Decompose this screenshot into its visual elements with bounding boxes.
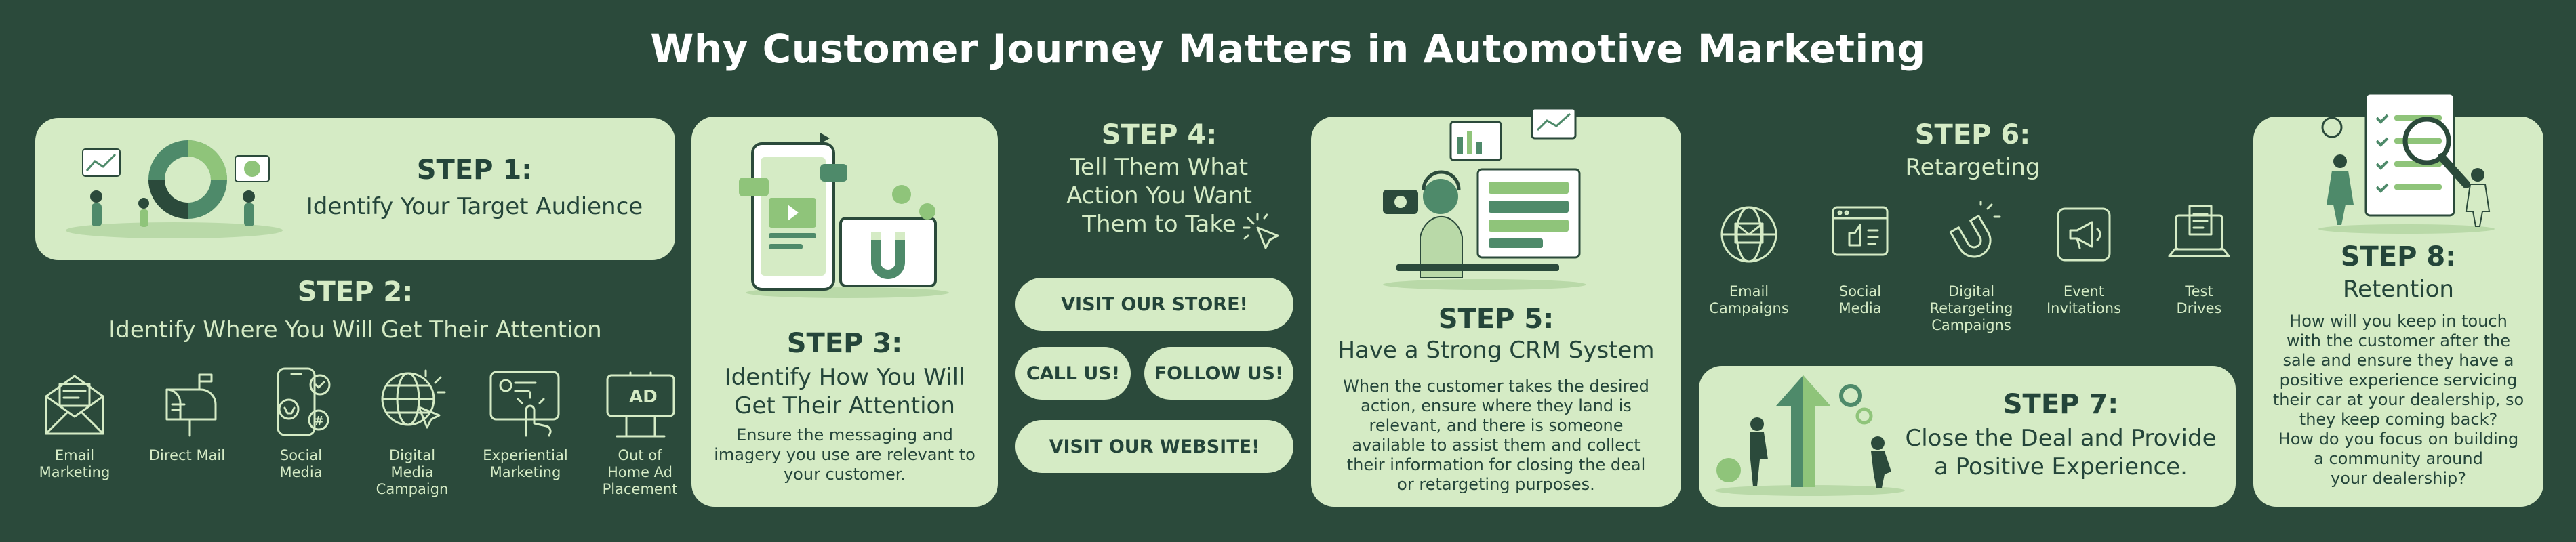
step6-channel-label: Email Campaigns <box>1709 283 1789 316</box>
step5-body: When the customer takes the desired acti… <box>1343 377 1649 494</box>
step8-title: STEP 8: <box>2340 241 2457 272</box>
billboard-icon: AD <box>606 371 675 438</box>
megaphone-icon <box>2057 207 2111 262</box>
step7-title: STEP 7: <box>2003 389 2119 420</box>
step2-subtitle: Identify Where You Will Get Their Attent… <box>108 316 602 343</box>
step6-channel-label: Social Media <box>1838 283 1882 316</box>
smartphone-social-icon: # <box>277 367 331 436</box>
cursor-click-icon <box>1243 213 1279 249</box>
step8-subtitle: Retention <box>2343 276 2454 303</box>
step2-channel-label: Social Media <box>279 447 323 480</box>
step2-channel-label: Direct Mail <box>148 447 226 463</box>
step6-channel-label: Digital Retargeting Campaigns <box>1929 283 2013 333</box>
call-us-button[interactable]: CALL US! <box>1015 347 1131 400</box>
step6-channel-label: Event Invitations <box>2046 283 2122 316</box>
step5-title: STEP 5: <box>1438 304 1554 335</box>
social-window-icon <box>1832 206 1889 256</box>
step2-channel-label: Email Marketing <box>39 447 110 480</box>
phone-magnet-illustration <box>739 133 949 298</box>
step3-subtitle: Identify How You Will Get Their Attentio… <box>724 364 965 419</box>
email-icon <box>45 375 104 435</box>
step8-body: How will you keep in touch with the cust… <box>2272 312 2524 488</box>
step4-subtitle: Tell Them What Action You Want Them to T… <box>1066 154 1252 238</box>
step2-channel-label: Out of Home Ad Placement <box>602 447 678 497</box>
step1-subtitle: Identify Your Target Audience <box>306 193 643 220</box>
step1-title: STEP 1: <box>416 154 533 186</box>
magnet-icon <box>1949 201 2001 258</box>
retention-checklist-illustration <box>2318 92 2495 234</box>
step7-card <box>1699 366 2236 507</box>
step7-subtitle: Close the Deal and Provide a Positive Ex… <box>1905 425 2217 480</box>
billboard-sign-text: AD <box>629 387 658 407</box>
hand-touch-icon <box>489 371 560 437</box>
step6-title: STEP 6: <box>1914 119 2031 150</box>
step3-body: Ensure the messaging and imagery you use… <box>714 425 975 484</box>
step2-channel-label: Digital Media Campaign <box>376 447 449 497</box>
step5-subtitle: Have a Strong CRM System <box>1337 337 1655 364</box>
follow-us-button[interactable]: FOLLOW US! <box>1144 347 1293 400</box>
step2-channel-label: Experiential Marketing <box>483 447 568 480</box>
step6-subtitle: Retargeting <box>1905 154 2040 181</box>
step6-channel-label: Test Drives <box>2176 283 2222 316</box>
step4-title: STEP 4: <box>1101 119 1217 150</box>
step3-title: STEP 3: <box>786 328 903 359</box>
svg-text:#: # <box>314 414 324 428</box>
globe-click-icon <box>381 369 446 429</box>
target-audience-illustration <box>66 140 283 238</box>
visit-website-button[interactable]: VISIT OUR WEBSITE! <box>1015 420 1293 473</box>
laptop-checklist-icon <box>2168 205 2230 257</box>
visit-store-button[interactable]: VISIT OUR STORE! <box>1015 278 1293 331</box>
email-globe-icon <box>1720 206 1777 263</box>
close-deal-illustration <box>1715 375 1905 496</box>
mailbox-icon <box>165 373 217 437</box>
page-title: Why Customer Journey Matters in Automoti… <box>650 26 1926 72</box>
step2-title: STEP 2: <box>297 276 414 308</box>
crm-agent-illustration <box>1383 107 1586 290</box>
